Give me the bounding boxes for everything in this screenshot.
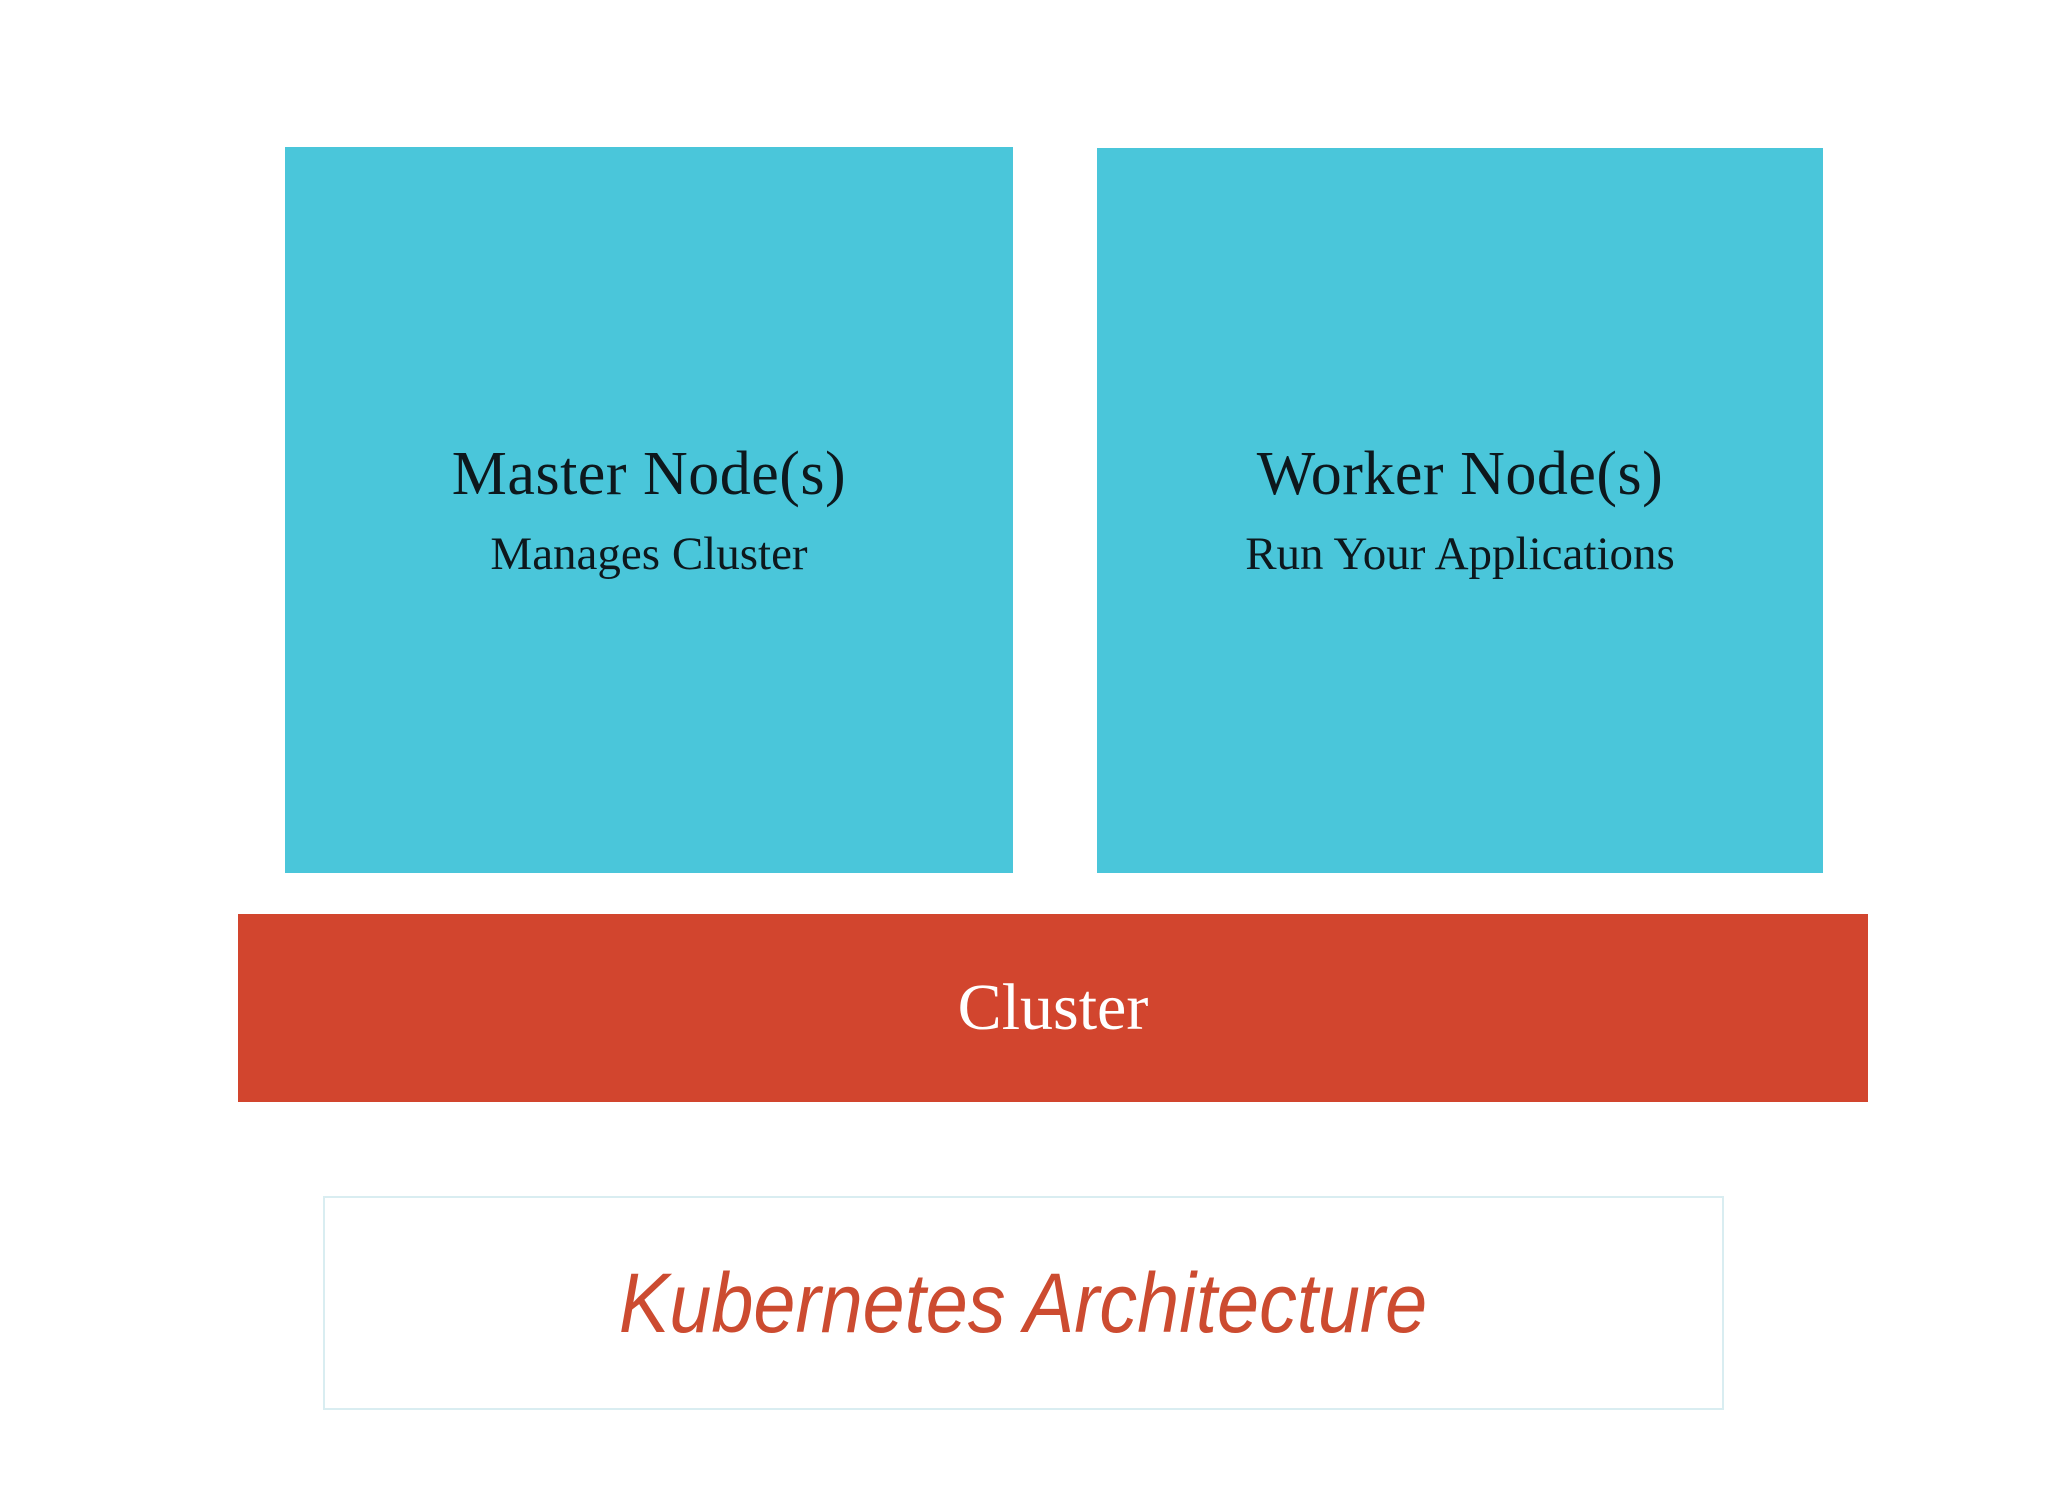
master-node-box: Master Node(s) Manages Cluster — [285, 147, 1013, 873]
cluster-label: Cluster — [957, 971, 1149, 1044]
diagram-title: Kubernetes Architecture — [619, 1256, 1428, 1350]
worker-node-title: Worker Node(s) — [1256, 440, 1664, 508]
worker-node-box: Worker Node(s) Run Your Applications — [1097, 148, 1823, 873]
master-node-subtitle: Manages Cluster — [490, 527, 808, 580]
cluster-bar: Cluster — [238, 914, 1868, 1102]
master-node-title: Master Node(s) — [451, 439, 847, 508]
worker-node-subtitle: Run Your Applications — [1245, 528, 1675, 580]
caption-box: Kubernetes Architecture — [323, 1196, 1724, 1410]
